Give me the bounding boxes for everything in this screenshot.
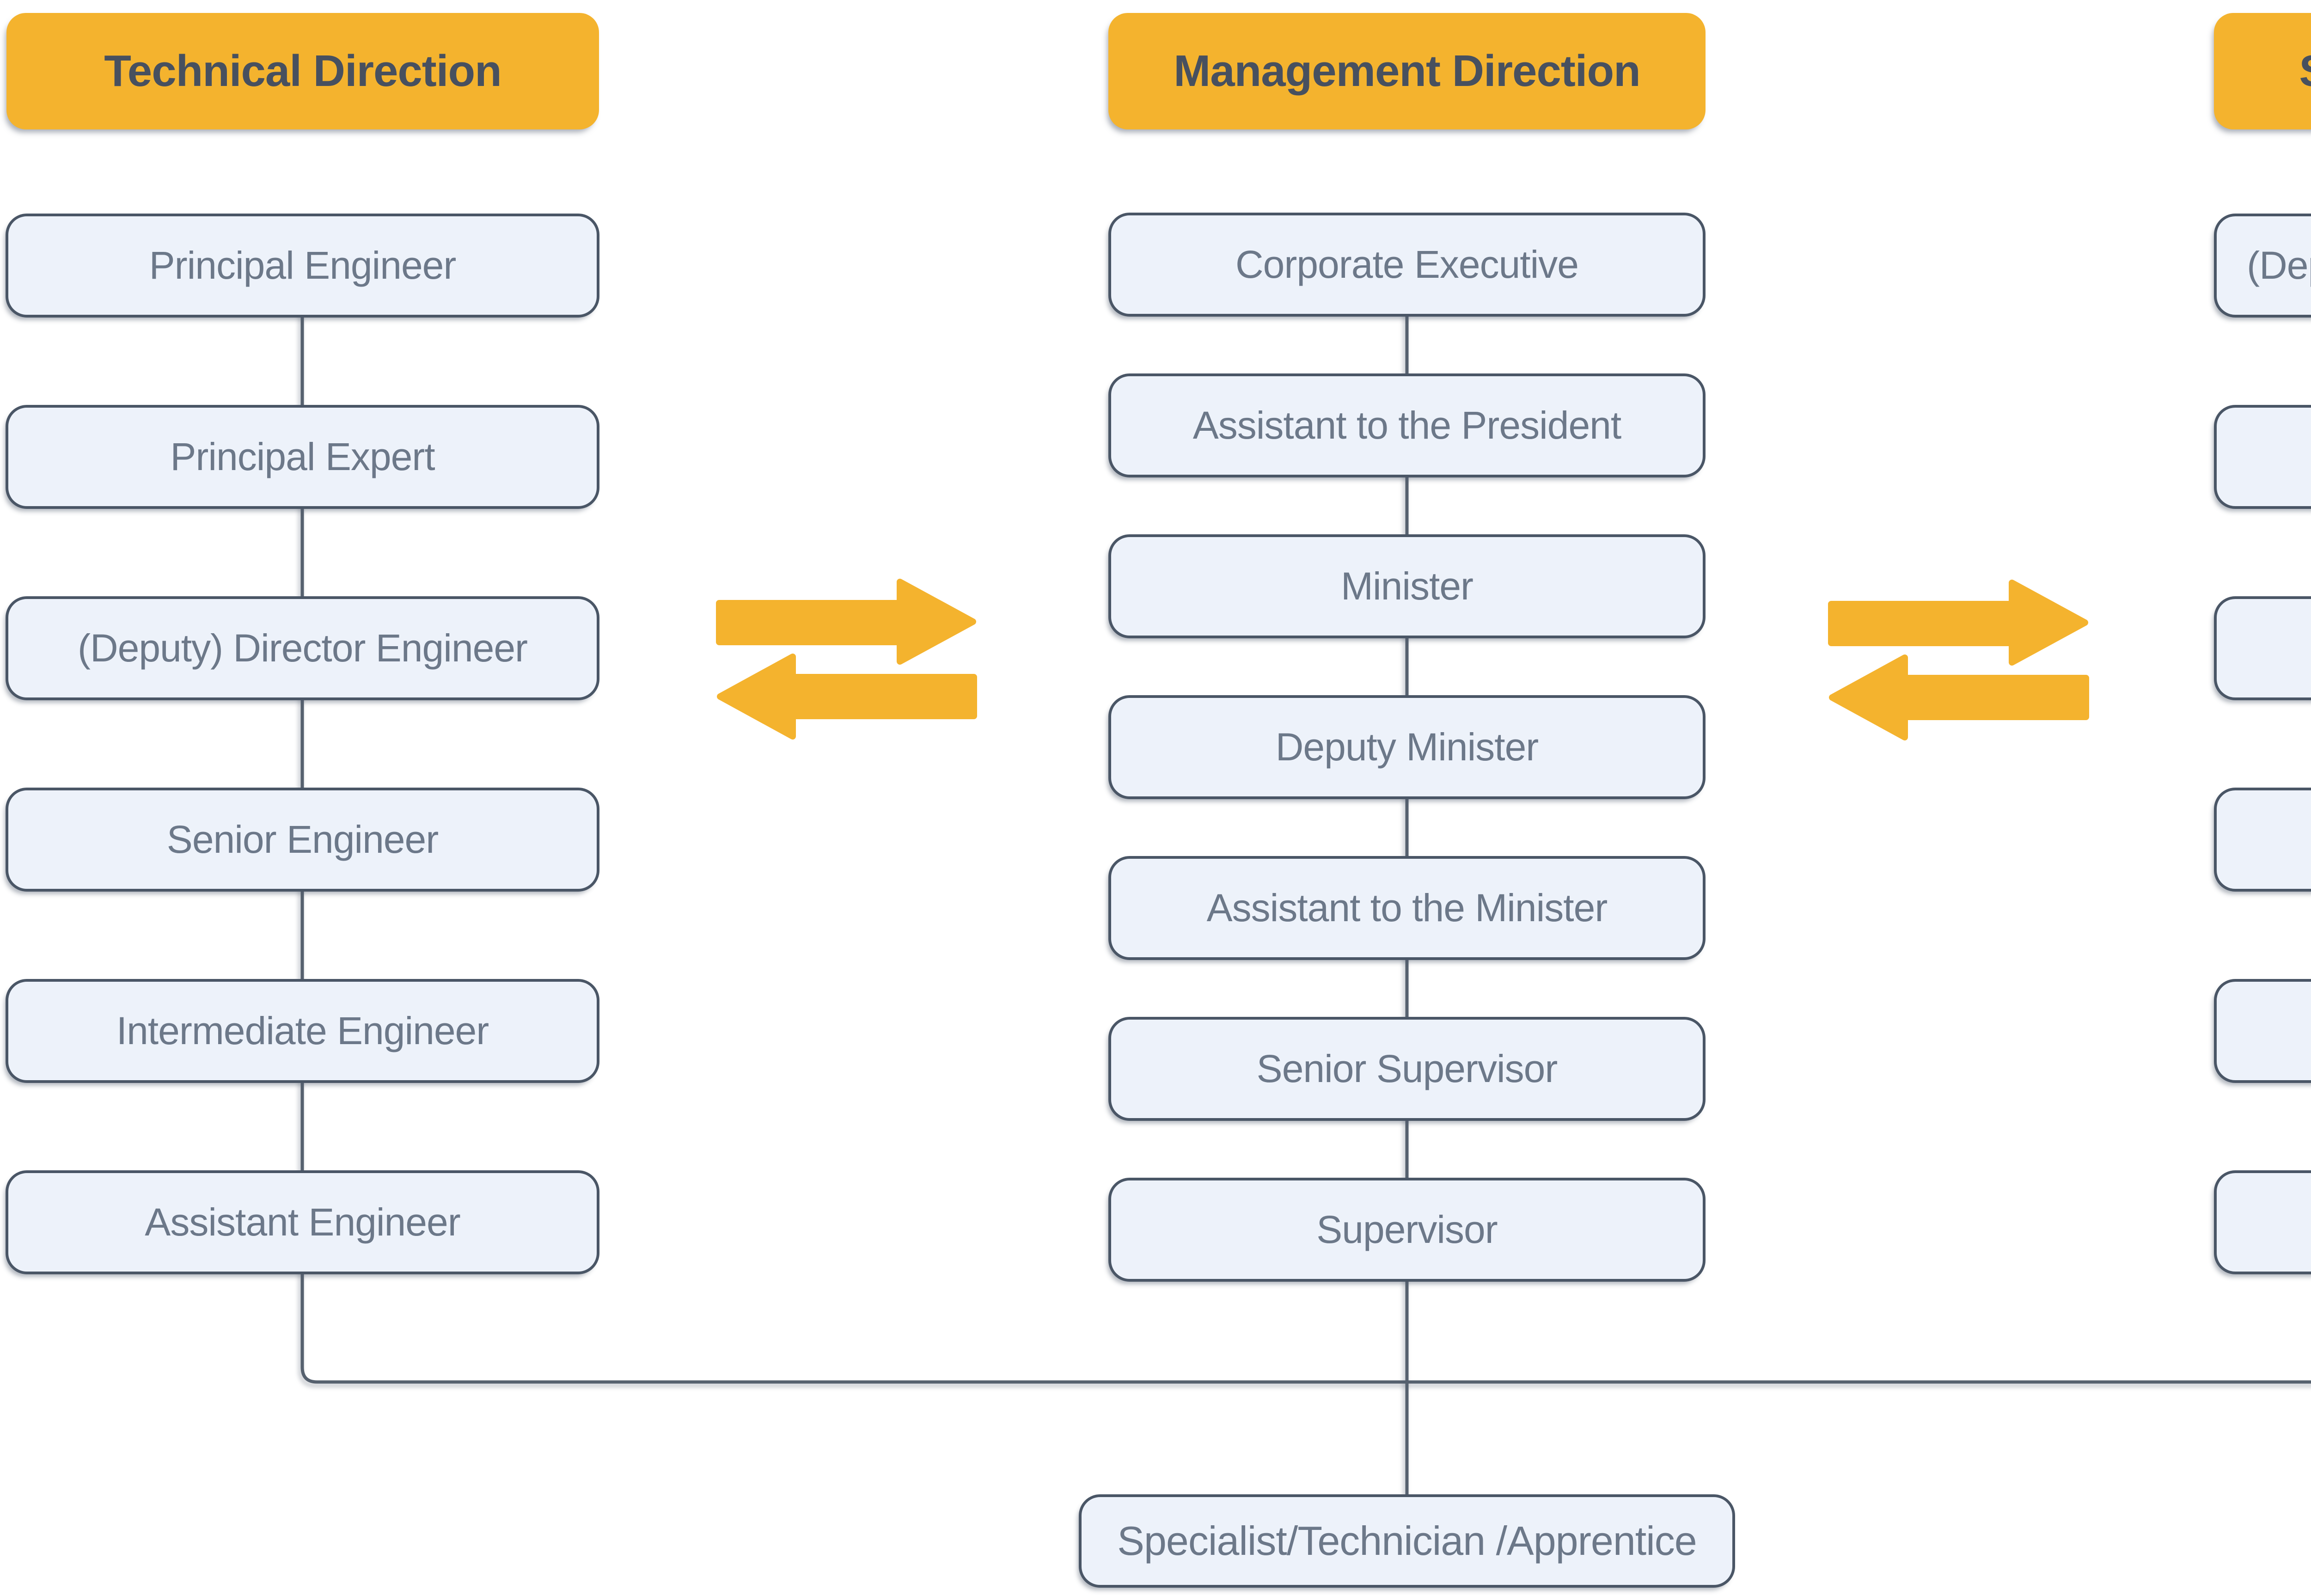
node-intermediate-engineer: Intermediate Engineer [6,979,599,1083]
node-deputy-minister: Deputy Minister [1108,695,1706,799]
transfer-arrows-icon [1828,580,2089,740]
node-supervisor: Supervisor [1108,1178,1706,1282]
transfer-arrows-icon [716,579,977,740]
node-assistant-engineer: Assistant Engineer [6,1170,599,1274]
node-principal-expert: Principal Expert [6,405,599,509]
node-specialist-technician-apprentice: Specialist/Technician /Apprentice [1079,1494,1735,1588]
column-header-management-direction: Management Direction [1108,13,1706,129]
column-header-technical-direction: Technical Direction [6,13,599,129]
node-technician: Technician [2214,596,2311,700]
node-corporate-executive: Corporate Executive [1108,213,1706,317]
node-deputy-director-engineer: (Deputy) Director Engineer [6,596,599,700]
right-arrow-icon [1828,580,2088,666]
node-senior-technician: Senior Technician [2214,405,2311,509]
left-arrow-icon [717,654,977,740]
node-assistant-to-the-president: Assistant to the President [1108,373,1706,477]
node-minister: Minister [1108,534,1706,638]
node-deputy-supervisor-technician: (Deputy) Supervisor Technician [2214,214,2311,318]
node-senior-engineer: Senior Engineer [6,788,599,892]
node-intermediate-laborer: Intermediate Laborer [2214,979,2311,1083]
node-senior-supervisor: Senior Supervisor [1108,1017,1706,1121]
column-header-skill-level-direction: Skill Level Direction [2214,13,2311,129]
node-principal-engineer: Principal Engineer [6,214,599,318]
right-arrow-icon [716,579,976,665]
node-junior-laborer: Junior Laborer [2214,1170,2311,1274]
node-senior-laborer: Senior Laborer [2214,788,2311,892]
left-arrow-icon [1829,654,2089,740]
node-assistant-to-the-minister: Assistant to the Minister [1108,856,1706,960]
